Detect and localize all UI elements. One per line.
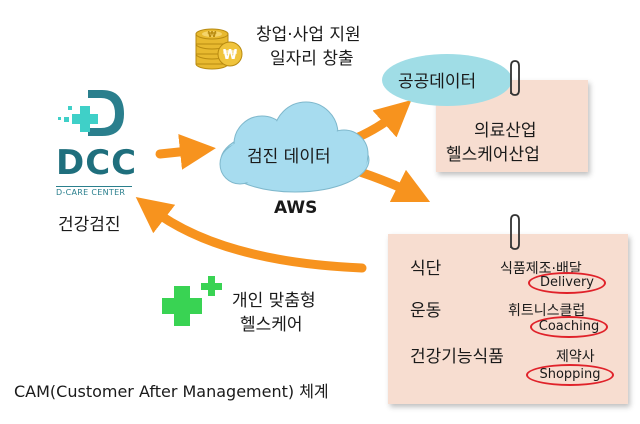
- svg-text:₩: ₩: [223, 48, 238, 63]
- cloud-shape: [219, 101, 370, 193]
- service-detail-exercise: 휘트니스클럽: [508, 303, 586, 319]
- keyword-shopping: Shopping: [526, 364, 614, 386]
- public-data-label: 공공데이터: [398, 72, 477, 92]
- keyword-coaching: Coaching: [530, 316, 608, 338]
- dcc-subtitle: D-CARE CENTER: [56, 188, 126, 197]
- keyword-delivery: Delivery: [528, 272, 606, 294]
- cam-system-label: CAM(Customer After Management) 체계: [14, 382, 329, 401]
- service-category-exercise: 운동: [410, 301, 442, 321]
- arrow-return-to-customer: [135, 197, 367, 273]
- aws-caption: AWS: [274, 198, 318, 218]
- medical-plus-icon: [162, 276, 222, 326]
- coins-icon: ₩ ₩: [195, 28, 243, 70]
- support-line-2: 일자리 창출: [270, 49, 354, 69]
- public-data-oval: [382, 54, 512, 106]
- logo-divider: [56, 186, 132, 187]
- service-detail-supplement: 제약사: [556, 349, 595, 365]
- industry-line-2: 헬스케어산업: [446, 145, 540, 165]
- personal-line-2: 헬스케어: [240, 315, 303, 335]
- service-category-diet: 식단: [410, 259, 442, 279]
- personal-line-1: 개인 맞춤형: [232, 291, 316, 311]
- svg-text:₩: ₩: [208, 30, 217, 39]
- checkup-label: 건강검진: [58, 215, 121, 235]
- cloud-label: 검진 데이터: [247, 147, 331, 167]
- support-line-1: 창업·사업 지원: [256, 25, 361, 45]
- arrow-to-cloud: [155, 133, 216, 170]
- paperclip-icon: [510, 214, 520, 250]
- dcc-logo-mark: [58, 90, 124, 136]
- paperclip-icon: [510, 60, 520, 96]
- arrow-to-services: [355, 167, 431, 203]
- dcc-brand-text: DCC: [56, 143, 138, 183]
- service-category-supplement: 건강기능식품: [410, 347, 504, 367]
- industry-line-1: 의료산업: [474, 121, 537, 141]
